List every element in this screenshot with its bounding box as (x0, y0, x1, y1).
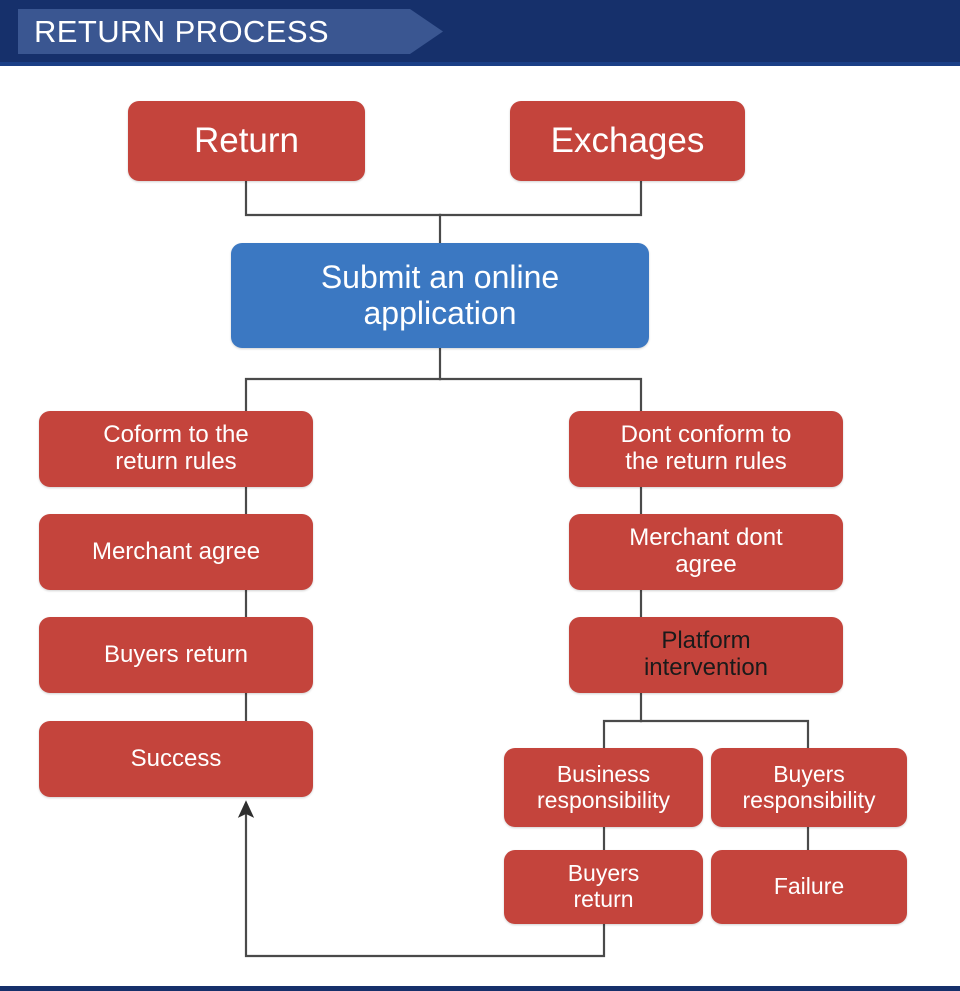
node-buyers-return-right-line2: return (573, 886, 634, 912)
node-dont-conform-to-return-rules[interactable]: Dont conform to the return rules (569, 411, 843, 487)
node-platform-line1: Platform (661, 627, 751, 655)
edge-exchanges-to-submit (438, 180, 643, 217)
node-exchanges-label: Exchages (550, 121, 705, 161)
node-buyers-return-right[interactable]: Buyers return (504, 850, 703, 924)
node-success-label: Success (130, 744, 222, 772)
node-buyers-return-left[interactable]: Buyers return (39, 617, 313, 693)
node-failure[interactable]: Failure (711, 850, 907, 924)
node-submit-application[interactable]: Submit an online application (231, 243, 649, 348)
edge-platform-to-buyers (639, 719, 810, 750)
edge-submit-to-dontconform (438, 377, 643, 413)
node-failure-label: Failure (773, 873, 845, 900)
node-merchant-agree[interactable]: Merchant agree (39, 514, 313, 590)
node-success[interactable]: Success (39, 721, 313, 797)
node-merchant-agree-label: Merchant agree (91, 537, 261, 565)
node-platform-intervention[interactable]: Platform intervention (569, 617, 843, 693)
node-merchant-dont-line1: Merchant dont (629, 524, 783, 552)
node-submit-line2: application (363, 294, 517, 331)
node-conform-line1: Coform to the (103, 421, 249, 449)
node-merchant-dont-line2: agree (675, 551, 737, 578)
node-buyers-resp-line2: responsibility (742, 786, 876, 813)
node-return[interactable]: Return (128, 101, 365, 181)
node-dont-conform-line2: the return rules (625, 448, 787, 475)
node-business-resp-line2: responsibility (537, 786, 670, 813)
node-buyers-return-right-line1: Buyers (567, 860, 640, 887)
edge-return-to-submit (244, 180, 442, 217)
node-buyers-return-left-label: Buyers return (103, 640, 249, 668)
edge-submit-to-conform (244, 377, 442, 413)
node-business-responsibility[interactable]: Business responsibility (504, 748, 703, 827)
page-title: RETURN PROCESS (34, 13, 329, 49)
node-merchant-dont-agree[interactable]: Merchant dont agree (569, 514, 843, 590)
node-conform-to-return-rules[interactable]: Coform to the return rules (39, 411, 313, 487)
node-exchanges[interactable]: Exchages (510, 101, 745, 181)
node-platform-line2: intervention (643, 654, 769, 681)
node-buyers-responsibility[interactable]: Buyers responsibility (711, 748, 907, 827)
title-banner: RETURN PROCESS (18, 9, 443, 54)
node-conform-line2: return rules (115, 448, 237, 475)
node-submit-line1: Submit an online (320, 258, 560, 295)
node-return-label: Return (193, 121, 300, 161)
header-underline (0, 62, 960, 66)
node-business-resp-line1: Business (556, 760, 651, 787)
node-buyers-resp-line1: Buyers (773, 760, 845, 787)
node-dont-conform-line1: Dont conform to (620, 421, 792, 449)
edge-platform-to-business (602, 719, 643, 750)
footer-line (0, 986, 960, 991)
